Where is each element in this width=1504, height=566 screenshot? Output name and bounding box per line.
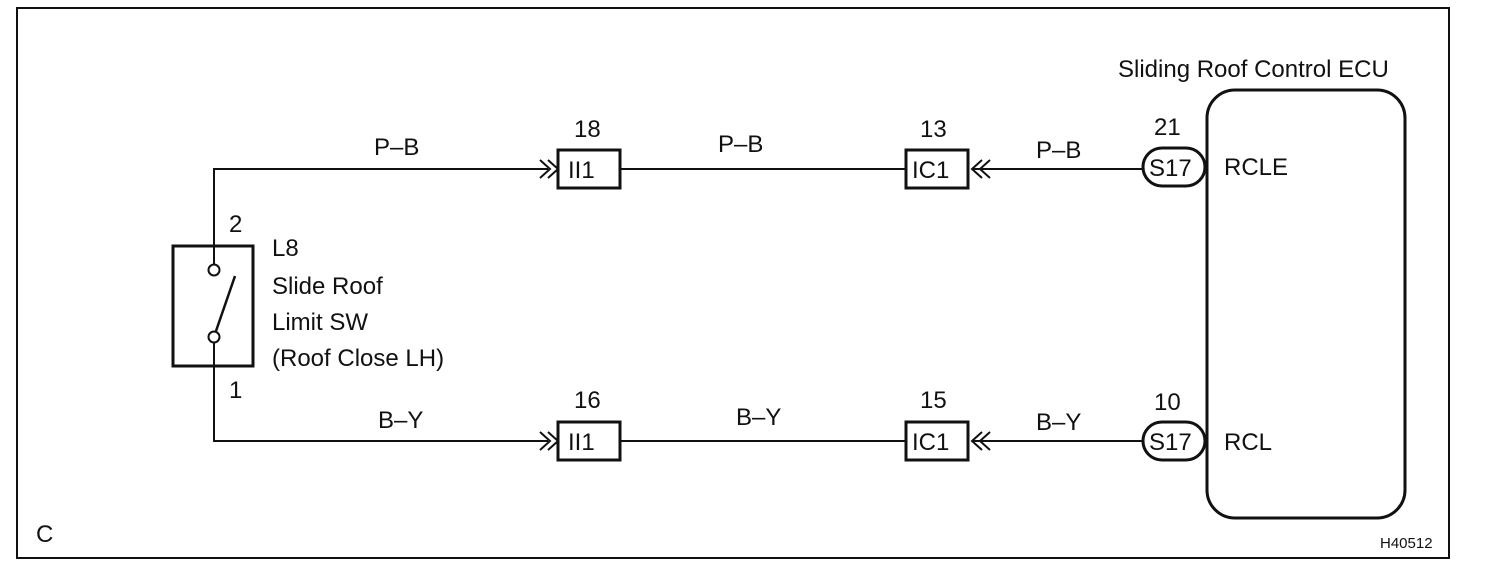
switch-pin-2: 2 <box>229 211 242 238</box>
ecu-pin-21: 21 <box>1154 114 1181 141</box>
wire-top: P–B P–B P–B 18 II1 13 IC1 <box>213 116 1143 246</box>
junction-ic1-top-box <box>904 148 970 190</box>
ecu-connector-bottom: 10 S17 <box>1141 389 1207 462</box>
switch-name-line2: Limit SW <box>272 309 368 336</box>
junction-ic1-top-label: IC1 <box>912 157 949 184</box>
ecu-signal-rcle: RCLE <box>1224 154 1288 181</box>
ecu-connector-label-top: S17 <box>1149 155 1192 182</box>
frame-label: C <box>36 521 53 548</box>
switch-contact-bottom <box>207 330 221 344</box>
switch-code: L8 <box>272 235 299 262</box>
junction-ic1-pin-13: 13 <box>920 116 947 143</box>
ecu-block: Sliding Roof Control ECU RCLE RCL <box>1118 56 1407 520</box>
wire-color-top-2: P–B <box>718 131 763 158</box>
ecu-connector-top: 21 S17 <box>1141 114 1207 188</box>
wire-color-bottom-2: B–Y <box>736 404 781 431</box>
switch-name-line1: Slide Roof <box>272 273 383 300</box>
wire-color-top-3: P–B <box>1036 137 1081 164</box>
switch-contact-top <box>207 263 221 277</box>
wire-color-top-1: P–B <box>374 134 419 161</box>
switch-name-line3: (Roof Close LH) <box>272 345 444 372</box>
junction-ii1-bottom-label: II1 <box>568 429 595 456</box>
switch-lever <box>214 275 237 332</box>
ecu-body <box>1205 88 1407 520</box>
wire-color-bottom-3: B–Y <box>1036 409 1081 436</box>
wire-bottom: B–Y B–Y B–Y 16 II1 15 IC1 <box>213 336 1143 462</box>
junction-ii1-top-label: II1 <box>568 157 595 184</box>
ecu-signal-rcl: RCL <box>1224 429 1272 456</box>
figure-code: H40512 <box>1380 535 1433 552</box>
limit-switch: 2 1 L8 Slide Roof Limit SW (Roof Close L… <box>171 211 444 404</box>
diagram-frame <box>16 7 1450 559</box>
ecu-title: Sliding Roof Control ECU <box>1118 56 1389 83</box>
junction-ii1-top-box <box>556 148 622 190</box>
junction-ii1-pin-18: 18 <box>574 116 601 143</box>
switch-pin-1: 1 <box>229 377 242 404</box>
ecu-connector-oval-top <box>1141 146 1207 188</box>
junction-ii1-bottom-box <box>556 420 622 462</box>
ecu-pin-10: 10 <box>1154 389 1181 416</box>
junction-ic1-pin-15: 15 <box>920 387 947 414</box>
junction-ii1-pin-16: 16 <box>574 387 601 414</box>
junction-ic1-bottom-label: IC1 <box>912 429 949 456</box>
ecu-connector-label-bottom: S17 <box>1149 429 1192 456</box>
wire-color-bottom-1: B–Y <box>378 407 423 434</box>
junction-ic1-bottom-box <box>904 420 970 462</box>
